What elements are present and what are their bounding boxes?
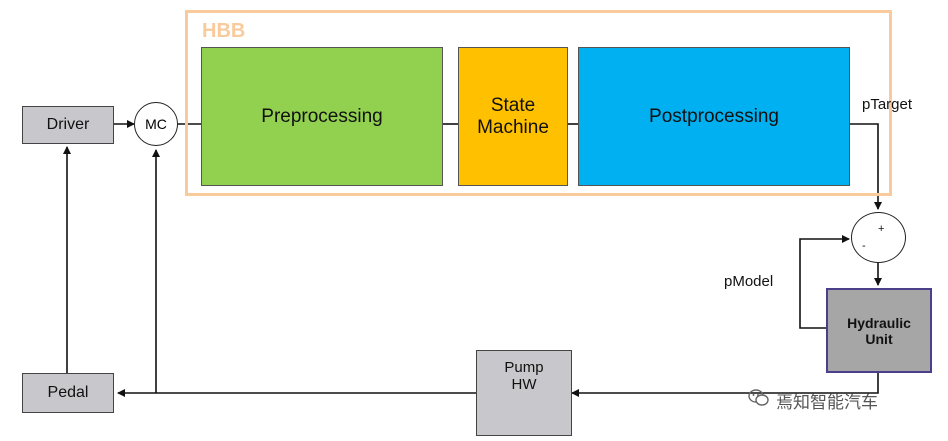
driver-block[interactable]: Driver xyxy=(22,106,114,144)
pump-hw-block[interactable]: Pump HW xyxy=(476,350,572,436)
postprocessing-label: Postprocessing xyxy=(649,105,779,127)
hydraulic-label-line1: Hydraulic xyxy=(847,314,911,331)
pump-label-line1: Pump xyxy=(504,359,544,376)
ptarget-label: pTarget xyxy=(862,96,913,113)
sum-node[interactable]: + - xyxy=(851,212,906,263)
hydraulic-label-line2: Unit xyxy=(865,330,893,347)
pedal-label: Pedal xyxy=(47,384,89,401)
hbb-frame xyxy=(185,10,892,196)
driver-label: Driver xyxy=(46,116,90,133)
hydraulic-unit-block[interactable]: Hydraulic Unit xyxy=(826,288,932,373)
state-machine-label-line1: State xyxy=(490,94,536,116)
pedal-block[interactable]: Pedal xyxy=(22,373,114,413)
pmodel-label: pModel xyxy=(724,273,774,290)
mc-label: MC xyxy=(145,116,167,132)
state-machine-label-line2: Machine xyxy=(477,116,549,138)
plus-sign: + xyxy=(878,223,885,235)
minus-sign: - xyxy=(862,240,866,252)
watermark: 焉知智能汽车 xyxy=(748,388,878,413)
state-machine-block[interactable]: State Machine xyxy=(458,47,568,186)
pump-label-line2: HW xyxy=(511,376,537,393)
postprocessing-block[interactable]: Postprocessing xyxy=(578,47,850,186)
wechat-icon xyxy=(748,389,770,412)
preprocessing-label: Preprocessing xyxy=(261,105,383,127)
preprocessing-block[interactable]: Preprocessing xyxy=(201,47,443,186)
mc-node[interactable]: MC xyxy=(134,102,178,146)
watermark-text: 焉知智能汽车 xyxy=(776,393,878,412)
hbb-label: HBB xyxy=(202,20,246,42)
